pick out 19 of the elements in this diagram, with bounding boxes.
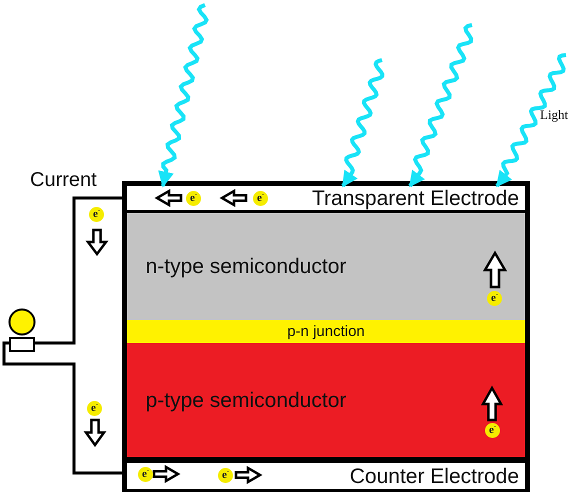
light-bulb bbox=[9, 308, 35, 352]
layer-label: Transparent Electrode bbox=[312, 188, 519, 208]
cell-layer bbox=[127, 213, 525, 320]
layer-label: n-type semiconductor bbox=[146, 256, 346, 277]
layer-label: Counter Electrode bbox=[350, 466, 519, 486]
layer-label: p-type semiconductor bbox=[146, 390, 346, 410]
layer-label: p-n junction bbox=[287, 324, 365, 339]
light-ray-arrow bbox=[341, 58, 384, 188]
light-ray-arrow bbox=[158, 3, 209, 188]
cell-layer bbox=[127, 186, 525, 210]
light-ray-arrow bbox=[495, 53, 566, 188]
text-label: Light bbox=[540, 108, 568, 121]
text-label: Current bbox=[30, 170, 97, 190]
cell-layer bbox=[127, 463, 525, 489]
cell-layer bbox=[127, 343, 525, 457]
electron-label: e$^{-}$ bbox=[89, 207, 104, 222]
light-ray-arrow bbox=[408, 23, 474, 188]
electron-label: e$^{-}$ bbox=[87, 401, 102, 416]
cell-layer bbox=[127, 320, 525, 343]
